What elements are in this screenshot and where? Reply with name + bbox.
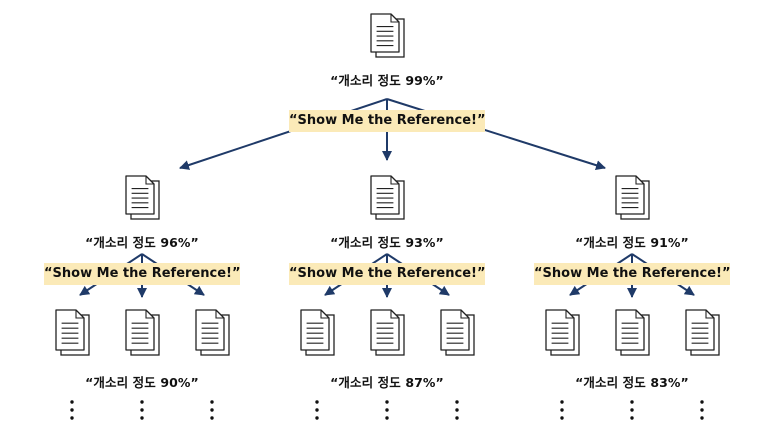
child-document-icon-1 [125,175,160,220]
child-score-label-2: “개소리 정도 93%” [330,235,444,250]
vertical-ellipsis-icon [315,400,319,420]
grandchild-score-label-1: “개소리 정도 90%” [85,375,199,390]
child-reference-banner-3: “Show Me the Reference!” [534,263,731,285]
grandchild-document-icon-2-3 [440,309,475,356]
vertical-ellipsis-icon [210,400,214,420]
grandchild-document-icon-3-1 [545,309,580,356]
vertical-ellipsis-icon [140,400,144,420]
grandchild-document-icon-2-2 [370,309,405,356]
vertical-ellipsis-icon [560,400,564,420]
vertical-ellipsis-icon [455,400,459,420]
grandchild-document-icon-1-3 [195,309,230,356]
root-document-icon [370,13,405,58]
grandchild-score-label-2: “개소리 정도 87%” [330,375,444,390]
grandchild-score-label-3: “개소리 정도 83%” [575,375,689,390]
child-document-icon-3 [615,175,650,220]
child-reference-banner-2: “Show Me the Reference!” [289,263,486,285]
child-score-label-1: “개소리 정도 96%” [85,235,199,250]
root-reference-banner: “Show Me the Reference!” [289,110,486,132]
grandchild-document-icon-1-2 [125,309,160,356]
grandchild-document-icon-3-3 [685,309,720,356]
child-score-label-3: “개소리 정도 91%” [575,235,689,250]
child-document-icon-2 [370,175,405,220]
ellipsis-layer [70,400,704,420]
vertical-ellipsis-icon [630,400,634,420]
grandchild-document-icon-3-2 [615,309,650,356]
documents-layer [55,13,720,356]
grandchild-document-icon-2-1 [300,309,335,356]
vertical-ellipsis-icon [70,400,74,420]
vertical-ellipsis-icon [385,400,389,420]
child-reference-banner-1: “Show Me the Reference!” [44,263,241,285]
root-score-label: “개소리 정도 99%” [330,73,444,88]
grandchild-document-icon-1-1 [55,309,90,356]
vertical-ellipsis-icon [700,400,704,420]
